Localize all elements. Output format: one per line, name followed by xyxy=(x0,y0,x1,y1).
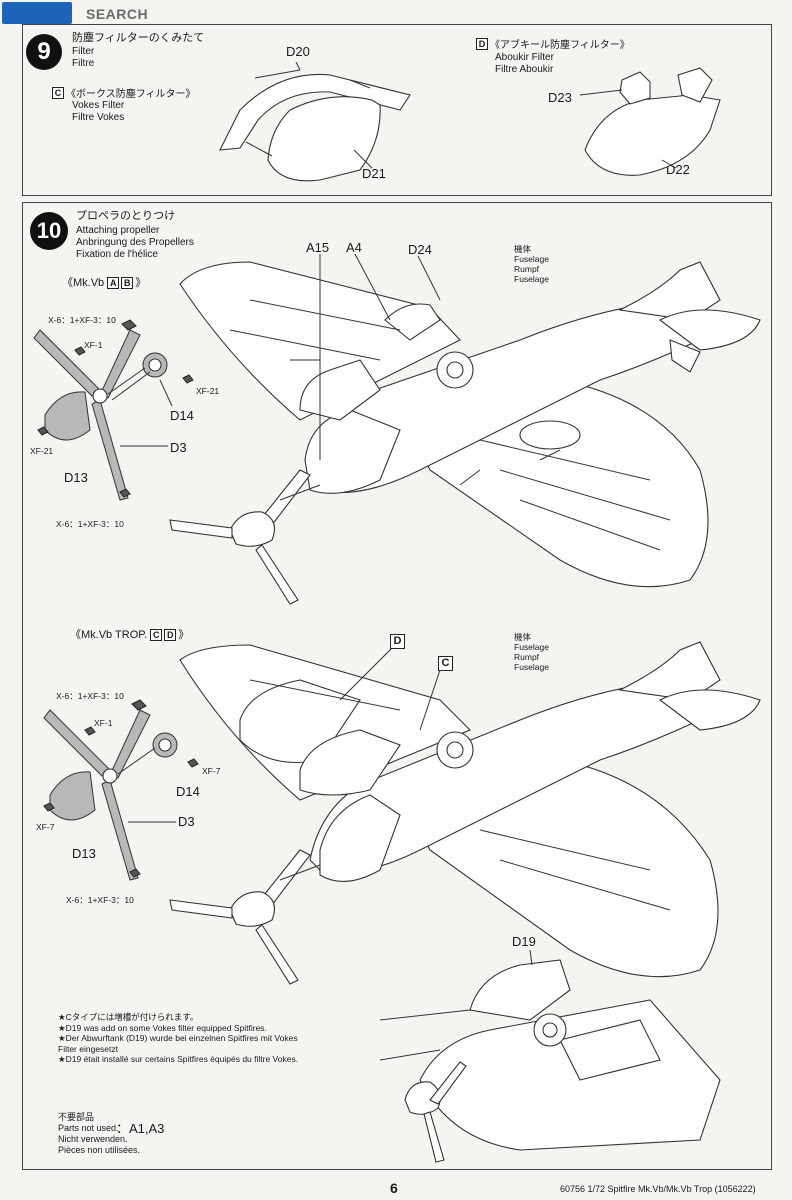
paint-xf21-top-right: XF-21 xyxy=(196,386,220,396)
unused-parts-block: 不要部品 Parts not used. Nicht verwenden. Pi… xyxy=(58,1112,141,1155)
prop-exploded-top xyxy=(33,319,194,501)
option-c-jp: 《ボークス防塵フィルター》 xyxy=(66,89,196,100)
part-d3-label-bot: D3 xyxy=(178,814,195,829)
prop-installed-bottom xyxy=(169,849,321,985)
aircraft-top-drawing xyxy=(179,253,761,588)
variant-b-box: B xyxy=(121,277,134,290)
part-d13-label-top: D13 xyxy=(64,470,88,485)
variant-a-box: A xyxy=(107,277,120,290)
note-line: ★D19 was add on some Vokes filter equipp… xyxy=(58,1022,267,1033)
paint-xf21-top-left: XF-21 xyxy=(30,446,54,456)
paint-mix-bot-1: X-6：1+XF-3：10 xyxy=(56,691,124,701)
step9-option-d: D《アブキール防塵フィルター》 xyxy=(476,35,630,53)
unused-parts-list: ：A1,A3 xyxy=(116,1121,165,1136)
page-number: 6 xyxy=(390,1180,398,1196)
variant-d-box: D xyxy=(164,629,177,642)
note-line: ★Der Abwurftank (D19) wurde bei einzelne… xyxy=(58,1033,298,1043)
prop-installed-top xyxy=(169,469,321,605)
part-d14-label-bot: D14 xyxy=(176,784,200,799)
option-d-fr: Filtre Aboukir xyxy=(495,64,554,75)
step9-option-c: C《ボークス防塵フィルター》 xyxy=(52,84,196,102)
paint-xf1-top: XF-1 xyxy=(84,340,103,350)
variant-c-box: C xyxy=(150,629,163,642)
fuselage-label-top: 機体 Fuselage Rumpf Fuselage xyxy=(514,244,549,284)
step10-panel xyxy=(22,202,772,1170)
step10-number: 10 xyxy=(30,212,68,250)
logo-badge xyxy=(2,2,72,24)
notes-block: ★Cタイプには増槽が付けられます。 ★D19 was add on some V… xyxy=(58,1012,298,1065)
option-c-en: Vokes Filter xyxy=(72,100,125,111)
product-code: 60756 1/72 Spitfire Mk.Vb/Mk.Vb Trop (10… xyxy=(560,1184,756,1194)
callout-c-box: C xyxy=(438,656,453,671)
logo-text: SEARCH xyxy=(86,6,149,22)
option-d-en: Aboukir Filter xyxy=(495,52,554,63)
aircraft-bottom-drawing xyxy=(179,641,761,978)
note-line: ★D19 était installé sur certains Spitfir… xyxy=(58,1054,299,1064)
part-d19-label: D19 xyxy=(512,934,536,949)
option-c-box: C xyxy=(52,86,64,99)
note-line: ★Cタイプには増槽が付けられます。 xyxy=(58,1012,199,1022)
d19-detail-drawing xyxy=(379,949,721,1163)
part-a4-label: A4 xyxy=(346,240,362,255)
part-d21-label: D21 xyxy=(362,166,386,181)
paint-xf7-bot-left: XF-7 xyxy=(36,822,55,832)
option-d-jp: 《アブキール防塵フィルター》 xyxy=(490,40,630,51)
step9-title-fr: Filtre xyxy=(72,58,95,69)
part-d23-label: D23 xyxy=(548,90,572,105)
paint-mix-top-2: X-6：1+XF-3：10 xyxy=(56,519,124,529)
step10-title-fr: Fixation de l'hélice xyxy=(76,249,158,260)
part-d3-label-top: D3 xyxy=(170,440,187,455)
option-d-box: D xyxy=(476,37,488,50)
part-d14-label-top: D14 xyxy=(170,408,194,423)
step9-number: 9 xyxy=(26,34,62,70)
step10-title-de: Anbringung des Propellers xyxy=(76,237,194,248)
vokes-filter-drawing xyxy=(219,61,411,182)
step9-panel xyxy=(22,24,772,196)
part-d20-label: D20 xyxy=(286,44,310,59)
part-d24-label: D24 xyxy=(408,242,432,257)
note-line: Filter eingesetzt xyxy=(58,1043,118,1054)
option-c-fr: Filtre Vokes xyxy=(72,112,125,123)
site-logo: SEARCH xyxy=(0,0,160,30)
part-a15-label: A15 xyxy=(306,240,330,255)
paint-xf7-bot-right: XF-7 xyxy=(202,766,221,776)
paint-xf1-bot: XF-1 xyxy=(94,718,113,728)
aboukir-filter-drawing xyxy=(579,67,721,176)
prop-exploded-bottom xyxy=(43,699,199,881)
paint-mix-bot-2: X-6：1+XF-3：10 xyxy=(66,895,134,905)
paint-mix-top-1: X-6：1+XF-3：10 xyxy=(48,315,116,325)
step9-title-jp: 防塵フィルターのくみたて xyxy=(72,32,205,44)
step9-title-en: Filter xyxy=(72,46,95,57)
step10-title-jp: プロペラのとりつけ xyxy=(76,210,176,222)
callout-d-box: D xyxy=(390,634,405,649)
fuselage-label-bottom: 機体 Fuselage Rumpf Fuselage xyxy=(514,632,549,672)
step10-title-en: Attaching propeller xyxy=(76,225,160,236)
part-d13-label-bot: D13 xyxy=(72,846,96,861)
